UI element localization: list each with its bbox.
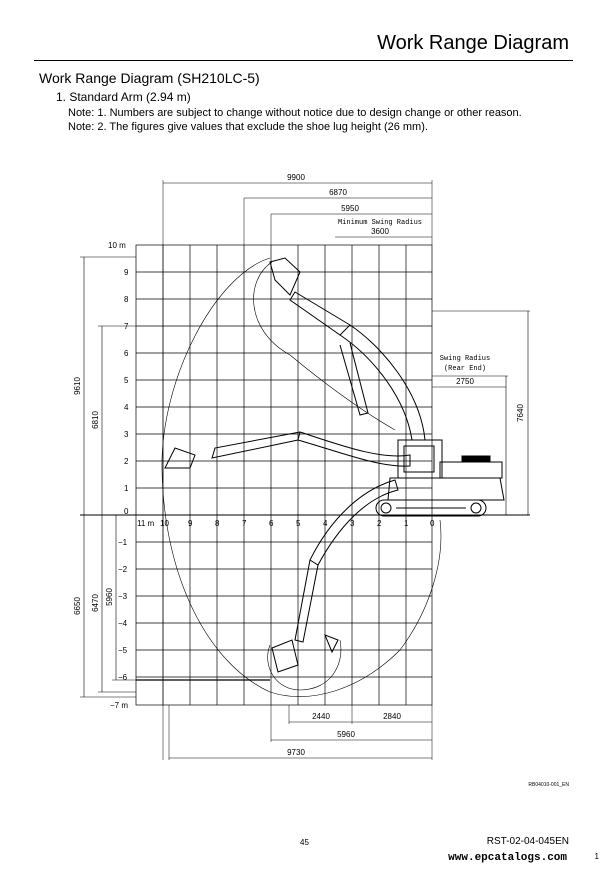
- tick-label: 6: [124, 349, 129, 358]
- dim-5960: 5960: [105, 588, 114, 606]
- tick-label: 2: [124, 457, 129, 466]
- note-2: Note: 2. The figures give values that ex…: [68, 121, 428, 133]
- excavator-machine: [375, 439, 505, 517]
- tick-label: 6: [269, 519, 274, 528]
- tick-label: 10: [160, 519, 169, 528]
- watermark-site[interactable]: www.epcatalogs.com: [448, 852, 567, 864]
- tick-label: 4: [124, 403, 129, 412]
- tick-label: −2: [118, 565, 128, 574]
- bottom-label: −7 m: [110, 701, 128, 710]
- min-swing-label: Minimum Swing Radius: [338, 219, 422, 227]
- tick-label: 1: [124, 484, 129, 493]
- dim-9730: 9730: [287, 748, 305, 757]
- tick-label: 5: [296, 519, 301, 528]
- dim-5960b: 5960: [337, 730, 355, 739]
- swing-radius-label: Swing Radius: [440, 355, 490, 363]
- dim-9900: 9900: [287, 173, 305, 182]
- upper-tick-labels: 9 8 7 6 5 4 3 2 1 0: [124, 268, 129, 516]
- tick-label: 7: [242, 519, 247, 528]
- tick-label: 0: [430, 519, 435, 528]
- dim-6470: 6470: [91, 594, 100, 612]
- tick-label: 3: [350, 519, 355, 528]
- dim-3600: 3600: [371, 227, 389, 236]
- dimension-labels: 9900 6870 5950 Minimum Swing Radius 3600…: [73, 173, 525, 757]
- figure-id: RB04010-001_EN: [528, 782, 569, 788]
- section-subtitle: 1. Standard Arm (2.94 m): [56, 90, 191, 104]
- diagram-grid: [80, 180, 530, 760]
- boom-positions: [164, 257, 426, 673]
- tick-label: 5: [124, 376, 129, 385]
- top-label: 10 m: [108, 241, 126, 250]
- dim-6870: 6870: [329, 188, 347, 197]
- reach-envelope: [161, 257, 442, 697]
- tick-label: −1: [118, 538, 128, 547]
- note-1: Note: 1. Numbers are subject to change w…: [68, 107, 522, 119]
- tick-label: −3: [118, 592, 128, 601]
- lower-envelope: [267, 639, 342, 691]
- dim-9610: 9610: [73, 377, 82, 395]
- tick-label: 1: [404, 519, 409, 528]
- tick-label: 9: [124, 268, 129, 277]
- rear-end-label: (Rear End): [444, 365, 486, 373]
- tick-label: 7: [124, 322, 129, 331]
- header-divider: [34, 60, 573, 61]
- page-header-title: Work Range Diagram: [377, 32, 569, 54]
- tick-label: 8: [215, 519, 220, 528]
- tick-label: 4: [323, 519, 328, 528]
- tick-label: 9: [188, 519, 193, 528]
- tick-label: −5: [118, 646, 128, 655]
- dim-2440: 2440: [312, 712, 330, 721]
- document-code: RST-02-04-045EN: [486, 836, 569, 847]
- tick-label: 11 m: [137, 519, 155, 528]
- page-number: 45: [300, 838, 309, 847]
- section-title: Work Range Diagram (SH210LC-5): [39, 70, 260, 86]
- corner-number: 1: [594, 852, 599, 861]
- dim-5950: 5950: [341, 204, 359, 213]
- tick-label: −4: [118, 619, 128, 628]
- inner-envelope: [253, 261, 396, 431]
- tick-label: 8: [124, 295, 129, 304]
- lower-tick-labels: −1 −2 −3 −4 −5 −6: [118, 538, 128, 682]
- tick-label: 2: [377, 519, 382, 528]
- tick-label: −6: [118, 673, 128, 682]
- dim-2750: 2750: [456, 377, 474, 386]
- x-tick-labels: 11 m 10 9 8 7 6 5 4 3 2 1 0: [137, 519, 435, 528]
- dim-6650: 6650: [73, 597, 82, 615]
- tick-label: 0: [124, 507, 129, 516]
- dim-2840: 2840: [383, 712, 401, 721]
- dim-7640: 7640: [516, 404, 525, 422]
- tick-label: 3: [124, 430, 129, 439]
- dimension-lines: [83, 182, 529, 759]
- dim-6810: 6810: [91, 411, 100, 429]
